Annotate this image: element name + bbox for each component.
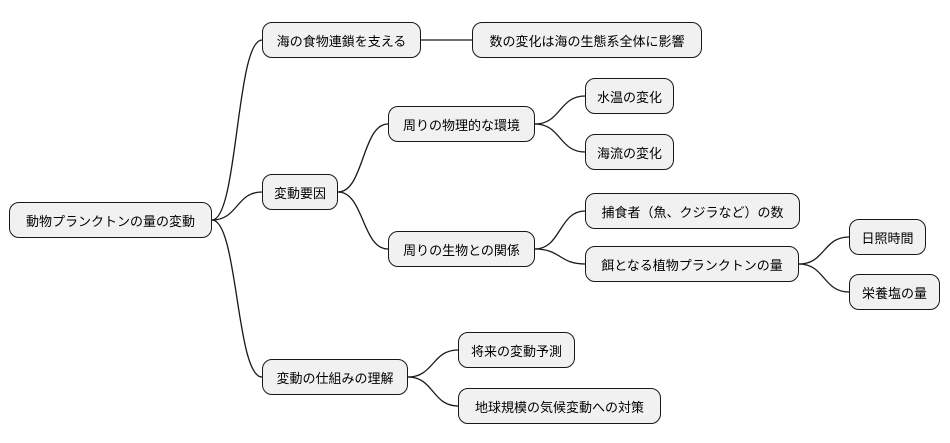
node-ecosystem-impact: 数の変化は海の生態系全体に影響 [472, 22, 702, 58]
branch-food-chain: 海の食物連鎖を支える [262, 22, 421, 58]
edge-root-branch1 [211, 39, 263, 221]
node-phytoplankton: 餌となる植物プランクトンの量 [585, 246, 799, 282]
edge-branch3-climate [407, 376, 459, 407]
branch-factors: 変動要因 [262, 174, 338, 210]
node-ocean-current: 海流の変化 [585, 134, 674, 170]
branch-understanding: 変動の仕組みの理解 [262, 359, 408, 395]
edge-root-branch3 [211, 219, 263, 378]
edge-physical-current [534, 123, 586, 153]
edge-biological-food [534, 248, 586, 265]
node-sunlight-hours: 日照時間 [849, 219, 926, 255]
node-nutrients: 栄養塩の量 [849, 274, 940, 310]
node-predators: 捕食者（魚、クジラなど）の数 [585, 193, 800, 229]
edge-root-branch2 [211, 191, 263, 221]
node-biological-relations: 周りの生物との関係 [388, 231, 535, 267]
edge-branch2-physical [337, 123, 389, 193]
edge-branch3-prediction [407, 349, 459, 378]
node-future-prediction: 将来の変動予測 [458, 332, 575, 368]
root-node: 動物プランクトンの量の変動 [9, 202, 212, 238]
node-climate-measures: 地球規模の気候変動への対策 [458, 388, 661, 424]
node-physical-environment: 周りの物理的な環境 [388, 106, 535, 142]
node-water-temperature: 水温の変化 [585, 78, 674, 114]
edge-food-sunlight [798, 236, 850, 265]
edge-branch2-biological [337, 191, 389, 250]
edge-physical-water-temp [534, 95, 586, 125]
edge-biological-predators [534, 210, 586, 250]
edge-food-nutrients [798, 263, 850, 293]
